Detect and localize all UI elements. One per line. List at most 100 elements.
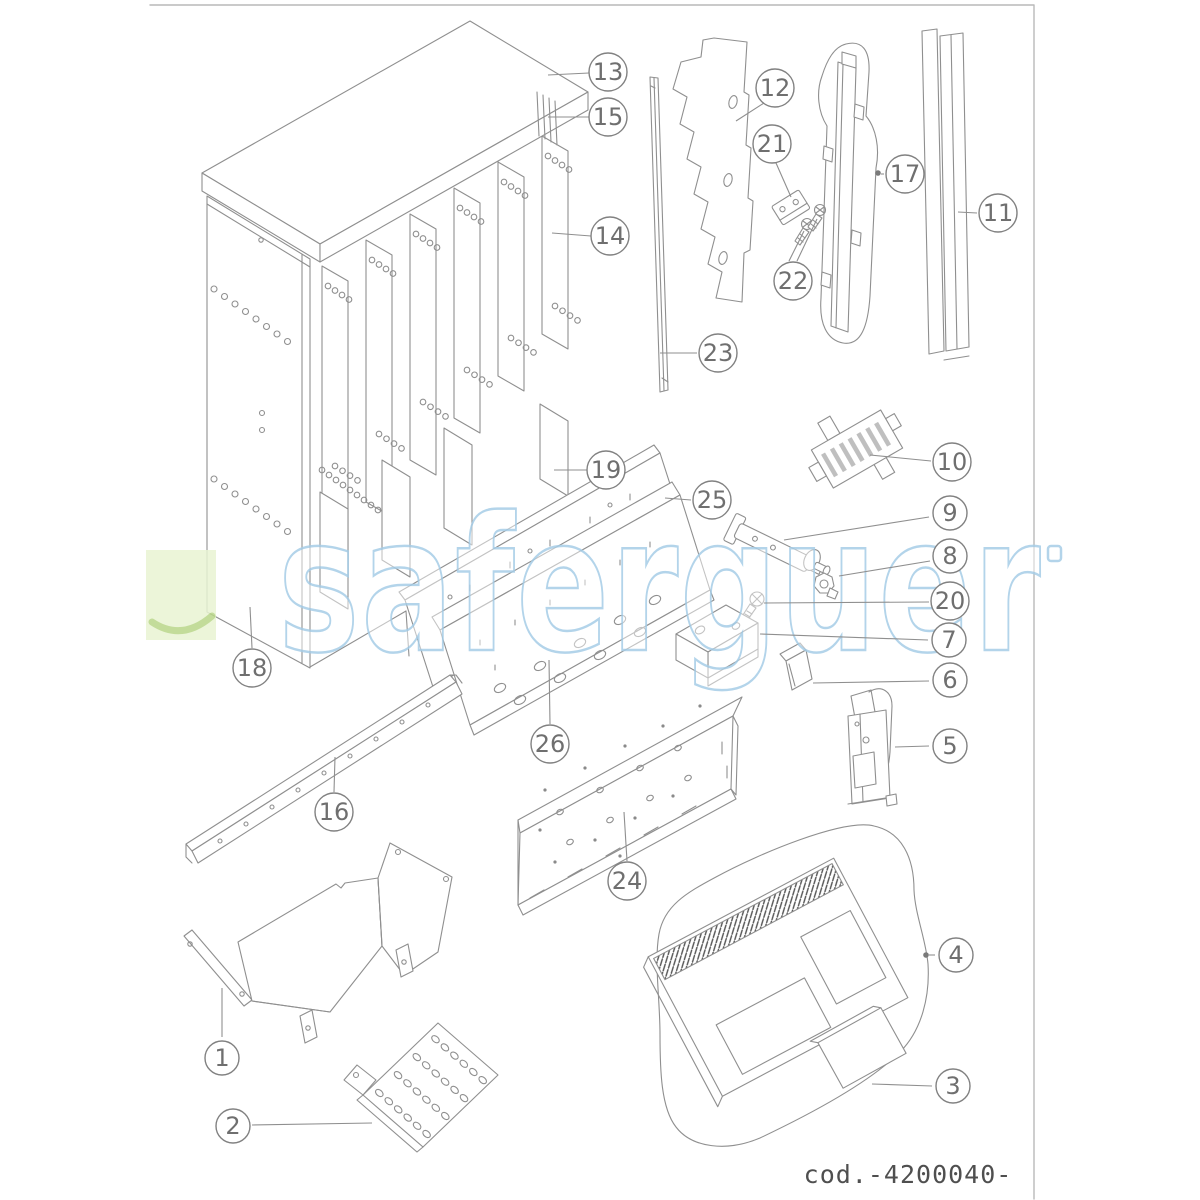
hole xyxy=(283,337,292,346)
callout-2-label: 2 xyxy=(225,1112,240,1140)
line-art xyxy=(394,848,402,856)
callout-layer: 1234567891011121314151617181920212223242… xyxy=(204,52,1018,1144)
hole xyxy=(368,256,376,264)
callout-2-circle xyxy=(215,1108,251,1144)
callout-22-leader xyxy=(796,218,818,262)
hole xyxy=(241,307,250,316)
line-art xyxy=(187,941,193,947)
hole xyxy=(515,339,522,347)
hole xyxy=(339,481,347,489)
vent-hole xyxy=(593,649,607,661)
callout-16-label: 16 xyxy=(319,798,350,826)
slot xyxy=(529,889,545,899)
callout-11-circle xyxy=(978,193,1018,233)
vent-hole xyxy=(646,794,654,802)
vent-hole xyxy=(633,626,647,638)
hole xyxy=(252,505,260,513)
vent-hole xyxy=(468,1067,478,1077)
callout-5-label: 5 xyxy=(942,732,957,760)
hole xyxy=(507,183,515,190)
hole xyxy=(558,161,566,169)
hole xyxy=(338,291,346,299)
vent-hole xyxy=(606,816,614,824)
callout-17-circle xyxy=(885,154,925,194)
line-art xyxy=(730,715,739,796)
line-art xyxy=(821,452,839,478)
cabinet-assembly xyxy=(201,20,589,669)
hole xyxy=(318,466,326,474)
callout-14-leader xyxy=(551,232,592,237)
line-art xyxy=(377,877,383,947)
part-10-slotted-bracket xyxy=(808,409,904,489)
hole xyxy=(382,265,390,273)
part-12-zigzag-bracket xyxy=(672,37,754,303)
line-art xyxy=(343,1064,377,1096)
line-art xyxy=(847,437,865,462)
hole xyxy=(553,860,557,864)
callout-19-circle xyxy=(586,450,626,490)
hole xyxy=(442,413,449,420)
hole xyxy=(273,520,281,528)
line-art xyxy=(237,877,383,1013)
callout-3-label: 3 xyxy=(945,1072,960,1100)
vent-hole xyxy=(596,786,604,794)
line-art xyxy=(554,100,558,146)
callout-15-label: 15 xyxy=(593,103,624,131)
callout-8-label: 8 xyxy=(942,542,957,570)
line-art xyxy=(752,535,758,542)
line-art xyxy=(792,198,799,206)
hole xyxy=(543,788,547,792)
vent-hole xyxy=(440,1111,450,1121)
callout-1-circle xyxy=(204,1040,240,1076)
hole xyxy=(324,282,332,290)
callout-26-label: 26 xyxy=(535,730,566,758)
callout-10-circle xyxy=(932,442,972,482)
hole xyxy=(419,235,427,242)
hole xyxy=(551,302,559,310)
part-3-cover-plate xyxy=(809,1005,907,1089)
hole xyxy=(220,292,229,301)
part-11-corner-strip xyxy=(921,28,970,361)
vent-hole xyxy=(422,1095,431,1104)
line-art xyxy=(643,857,909,1108)
hole xyxy=(332,476,340,484)
vent-hole xyxy=(393,1105,403,1114)
hole xyxy=(434,408,442,415)
line-art xyxy=(797,233,806,243)
hole xyxy=(661,724,665,728)
part-16-angle-rail xyxy=(185,674,463,864)
vent-hole xyxy=(440,1043,450,1052)
callout-12-leader xyxy=(735,102,765,122)
line-art xyxy=(377,842,453,976)
vent-hole xyxy=(613,614,627,626)
slot xyxy=(605,847,621,857)
hole xyxy=(346,486,354,494)
callout-23-label: 23 xyxy=(703,339,734,367)
hole xyxy=(374,506,382,514)
line-art xyxy=(643,956,723,1108)
hole xyxy=(258,426,266,434)
callout-22-circle xyxy=(773,261,813,301)
line-art xyxy=(771,189,811,226)
vent-hole xyxy=(513,694,527,706)
line-art xyxy=(817,1007,907,1089)
callout-13-leader xyxy=(547,72,590,76)
line-art xyxy=(800,910,887,1005)
hole xyxy=(522,344,530,351)
line-art xyxy=(854,721,860,727)
hole xyxy=(514,187,522,195)
callout-22-label: 22 xyxy=(778,267,809,295)
callout-15-circle xyxy=(588,97,628,137)
vent-hole xyxy=(412,1052,422,1062)
hole xyxy=(339,467,346,475)
hole xyxy=(412,230,420,238)
line-art xyxy=(885,793,898,807)
hole xyxy=(258,237,264,243)
hole xyxy=(331,287,339,294)
watermark-mark xyxy=(1046,544,1063,563)
callout-7-label: 7 xyxy=(941,626,956,654)
hole xyxy=(527,548,533,554)
line-art xyxy=(718,251,728,265)
line-art xyxy=(536,91,540,137)
line-art xyxy=(299,1009,318,1044)
